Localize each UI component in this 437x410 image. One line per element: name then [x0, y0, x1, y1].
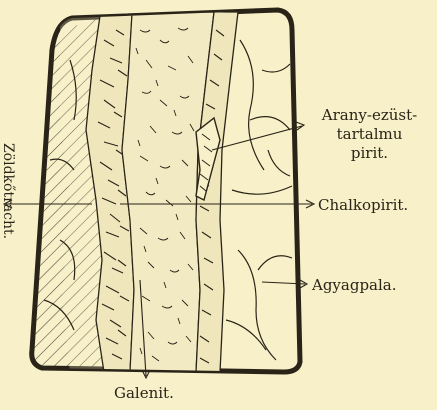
label-galenit: Galenit. — [114, 384, 174, 402]
label-chalkopirit: Chalkopirit. — [318, 196, 408, 214]
label-arany-line3: pirit. — [307, 144, 432, 163]
label-arany-ezust-pirit: Arany-ezüst- tartalmu pirit. — [307, 106, 432, 163]
label-arany-line2: tartalmu — [307, 125, 432, 144]
label-arany-line1: Arany-ezüst- — [307, 106, 432, 125]
label-agyagpala: Agyagpala. — [312, 276, 397, 294]
label-zoldkotracht: Zöldkőtracht. — [0, 131, 17, 251]
